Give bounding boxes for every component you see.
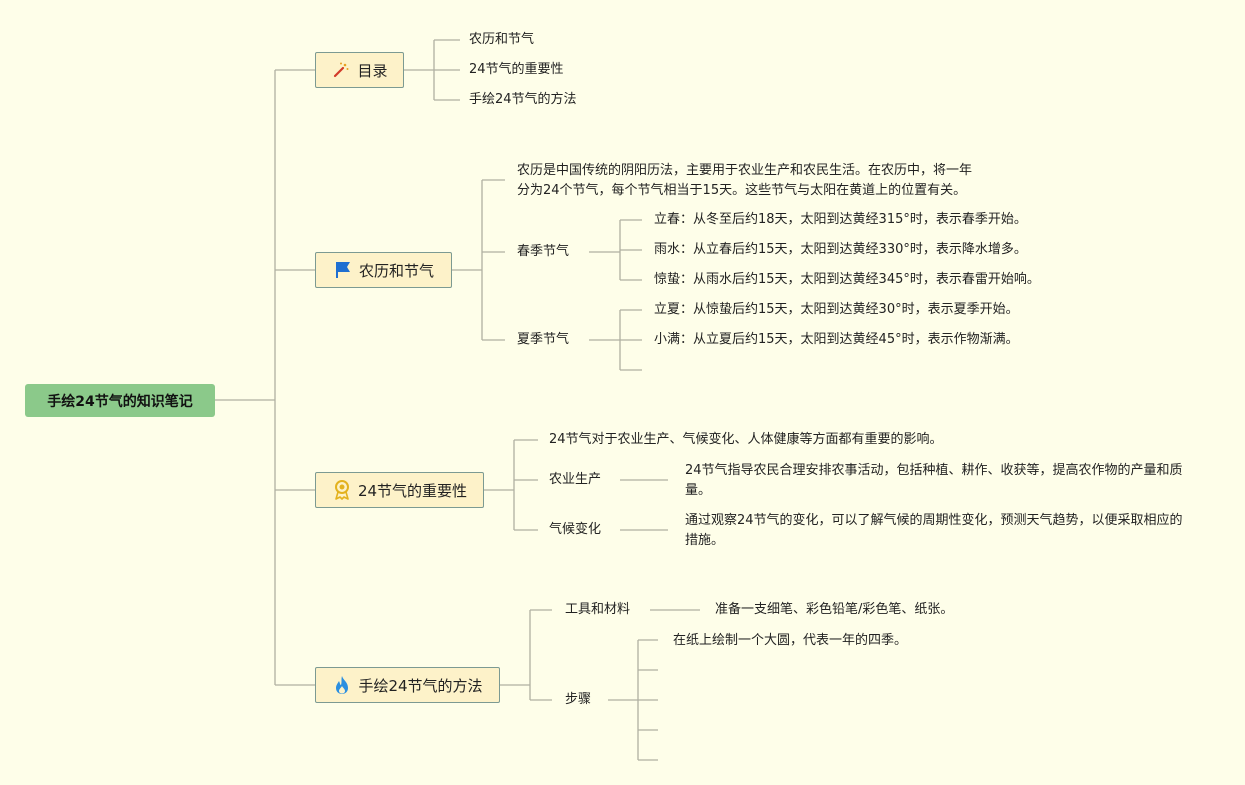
- agriculture-topic[interactable]: 农业生产: [549, 472, 602, 487]
- tools-topic[interactable]: 工具和材料: [565, 602, 631, 617]
- spring-term-yushui[interactable]: 雨水：从立春后约15天，太阳到达黄经330°时，表示降水增多。: [654, 242, 1027, 257]
- award-medal-icon: [332, 480, 352, 500]
- importance-intro[interactable]: 24节气对于农业生产、气候变化、人体健康等方面都有重要的影响。: [549, 432, 943, 447]
- climate-detail[interactable]: 通过观察24节气的变化，可以了解气候的周期性变化，预测天气趋势，以便采取相应的措…: [685, 513, 1183, 548]
- toc-item-calendar[interactable]: 农历和节气: [469, 32, 535, 47]
- spring-terms-topic[interactable]: 春季节气: [517, 244, 570, 259]
- branch-calendar-label: 农历和节气: [358, 261, 434, 280]
- branch-method-label: 手绘24节气的方法: [358, 676, 483, 695]
- step-item-1[interactable]: 在纸上绘制一个大圆，代表一年的四季。: [673, 633, 908, 648]
- summer-terms-topic[interactable]: 夏季节气: [517, 332, 570, 347]
- spring-term-jingzhe[interactable]: 惊蛰：从雨水后约15天，太阳到达黄经345°时，表示春雷开始响。: [654, 272, 1040, 287]
- summer-term-lixia[interactable]: 立夏：从惊蛰后约15天，太阳到达黄经30°时，表示夏季开始。: [654, 302, 1019, 317]
- blue-flag-icon: [333, 260, 353, 280]
- branch-importance[interactable]: 24节气的重要性: [315, 472, 484, 508]
- branch-method[interactable]: 手绘24节气的方法: [315, 667, 500, 703]
- root-topic[interactable]: 手绘24节气的知识笔记: [25, 384, 215, 417]
- fire-flame-icon: [332, 675, 352, 695]
- branch-importance-label: 24节气的重要性: [357, 481, 468, 500]
- root-topic-label: 手绘24节气的知识笔记: [47, 393, 193, 410]
- tools-detail[interactable]: 准备一支细笔、彩色铅笔/彩色笔、纸张。: [715, 602, 954, 617]
- toc-item-importance[interactable]: 24节气的重要性: [469, 62, 564, 77]
- calendar-intro-line-2[interactable]: 分为24个节气，每个节气相当于15天。这些节气与太阳在黄道上的位置有关。: [517, 183, 967, 198]
- calendar-intro-line-1[interactable]: 农历是中国传统的阴阳历法，主要用于农业生产和农民生活。在农历中，将一年: [517, 163, 973, 178]
- branch-calendar[interactable]: 农历和节气: [315, 252, 452, 288]
- agriculture-detail[interactable]: 24节气指导农民合理安排农事活动，包括种植、耕作、收获等，提高农作物的产量和质量…: [685, 463, 1183, 498]
- toc-item-method[interactable]: 手绘24节气的方法: [469, 92, 577, 107]
- magic-wand-icon: [331, 60, 351, 80]
- steps-topic[interactable]: 步骤: [565, 692, 592, 707]
- spring-term-lichun[interactable]: 立春：从冬至后约18天，太阳到达黄经315°时，表示春季开始。: [654, 212, 1027, 227]
- summer-term-xiaoman[interactable]: 小满：从立夏后约15天，太阳到达黄经45°时，表示作物渐满。: [654, 332, 1019, 347]
- climate-topic[interactable]: 气候变化: [549, 522, 602, 537]
- branch-toc[interactable]: 目录: [315, 52, 404, 88]
- branch-toc-label: 目录: [357, 61, 388, 80]
